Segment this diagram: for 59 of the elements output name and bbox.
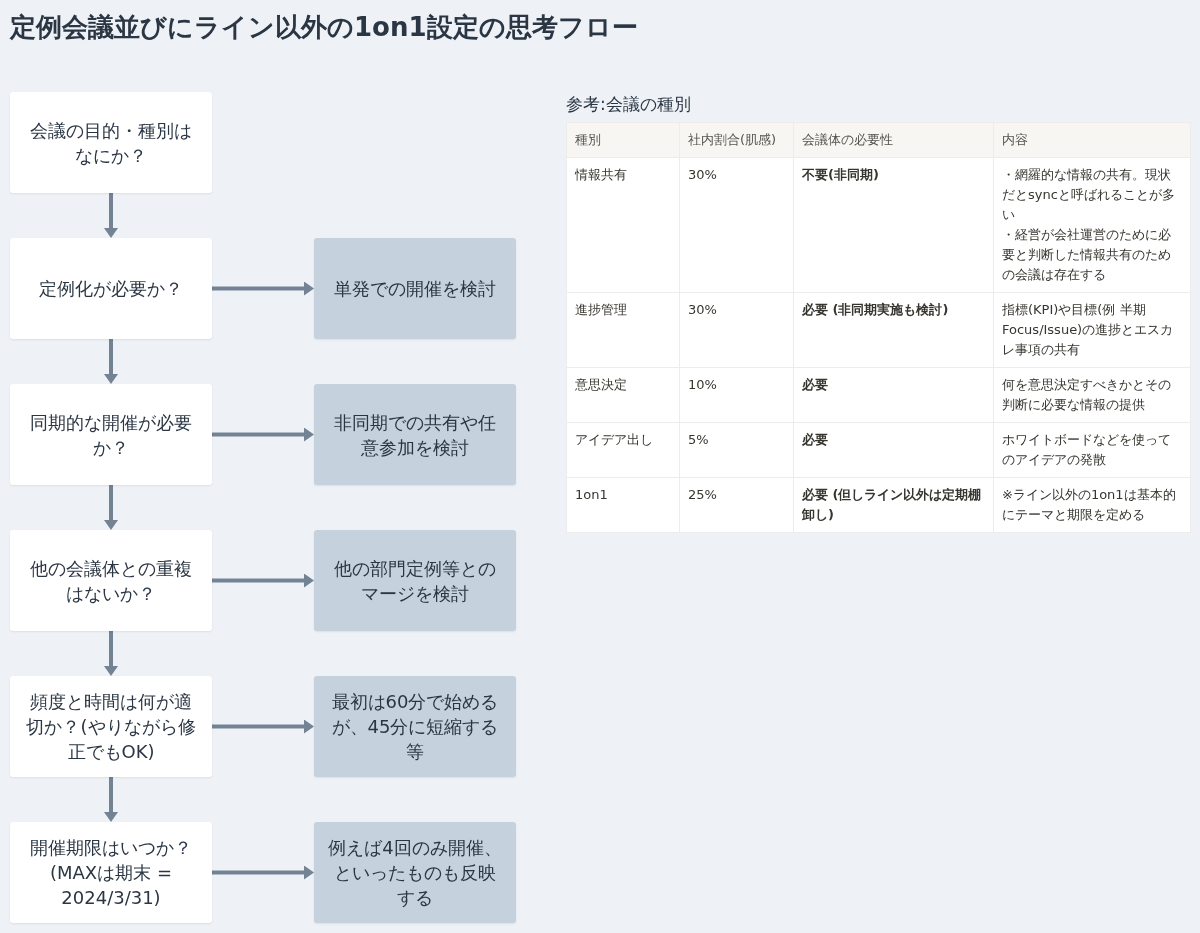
action-box (314, 384, 516, 485)
cell-text: 30% (688, 167, 717, 182)
question-box (10, 676, 212, 777)
action-text: 例えば4回のみ開催、といったものも反映する (328, 837, 502, 908)
arrow (104, 631, 118, 676)
cell-text: 不要(非同期) (802, 167, 879, 182)
action-box (314, 238, 516, 339)
cell-text: ホワイトボードなどを使ってのアイデアの発散 (1002, 432, 1171, 467)
question-text: 同期的な開催が必要か？ (30, 411, 192, 458)
question-text: 開催期限はいつか？(MAXは期末 = 2024/3/31) (30, 837, 192, 908)
cell-text: 1on1 (575, 487, 608, 502)
cell-text: 情報共有 (575, 167, 627, 182)
question-box (10, 238, 212, 339)
question-box (10, 384, 212, 485)
action-box (314, 530, 516, 631)
question-text: 会議の目的・種別はなにか？ (30, 119, 192, 166)
cell-text: 必要 (802, 377, 828, 392)
arrow (212, 573, 314, 588)
cell-text: 意思決定 (575, 377, 627, 392)
cell-text: 必要 (802, 432, 828, 447)
cell-text: 30% (688, 302, 717, 317)
question-text: 頻度と時間は何が適切か？(やりながら修正でもOK) (26, 691, 196, 762)
cell-text: アイデア出し (575, 432, 653, 447)
table-heading: 参考:会議の種別 (566, 93, 691, 116)
arrow (104, 193, 118, 238)
column-header: 会議体の必要性 (802, 132, 893, 147)
column-header: 種別 (575, 132, 601, 147)
cell-text: ※ライン以外の1on1は基本的にテーマと期限を定める (1002, 487, 1176, 522)
question-box (10, 92, 212, 193)
cell-text: ・網羅的な情報の共有。現状だとsyncと呼ばれることが多い (1002, 167, 1175, 222)
arrow (212, 281, 314, 296)
arrow (212, 719, 314, 734)
action-text: 非同期での共有や任意参加を検討 (334, 411, 496, 458)
arrow (104, 339, 118, 384)
column-header: 内容 (1002, 132, 1028, 147)
column-header: 社内割合(肌感) (688, 132, 777, 147)
question-text: 他の会議体との重複はないか？ (30, 557, 192, 604)
arrow (104, 777, 118, 822)
question-box (10, 530, 212, 631)
page-title: 定例会議並びにライン以外の1on1設定の思考フロー (10, 11, 638, 44)
arrow (212, 427, 314, 442)
action-text: 他の部門定例等とのマージを検討 (334, 557, 496, 604)
action-box (314, 822, 516, 923)
question-text: 定例化が必要か？ (39, 278, 183, 299)
cell-text: 25% (688, 487, 717, 502)
cell-text: 必要 (非同期実施も検討) (802, 302, 949, 317)
cell-text: 進捗管理 (575, 302, 627, 317)
action-text: 最初は60分で始めるが、45分に短縮する等 (331, 691, 499, 762)
cell-text: 必要 (但しライン以外は定期棚卸し) (802, 487, 982, 522)
arrow (212, 865, 314, 880)
question-box (10, 822, 212, 923)
cell-text: 指標(KPI)や目標(例 半期Focus/Issue)の進捗とエスカレ事項の共有 (1002, 302, 1174, 357)
cell-text: 10% (688, 377, 717, 392)
arrow (104, 485, 118, 530)
cell-text: ・経営が会社運営のために必要と判断した情報共有のための会議は存在する (1002, 227, 1171, 282)
action-box (314, 676, 516, 777)
cell-text: 何を意思決定すべきかとその判断に必要な情報の提供 (1002, 377, 1171, 412)
action-text: 単発での開催を検討 (334, 278, 496, 299)
cell-text: 5% (688, 432, 709, 447)
